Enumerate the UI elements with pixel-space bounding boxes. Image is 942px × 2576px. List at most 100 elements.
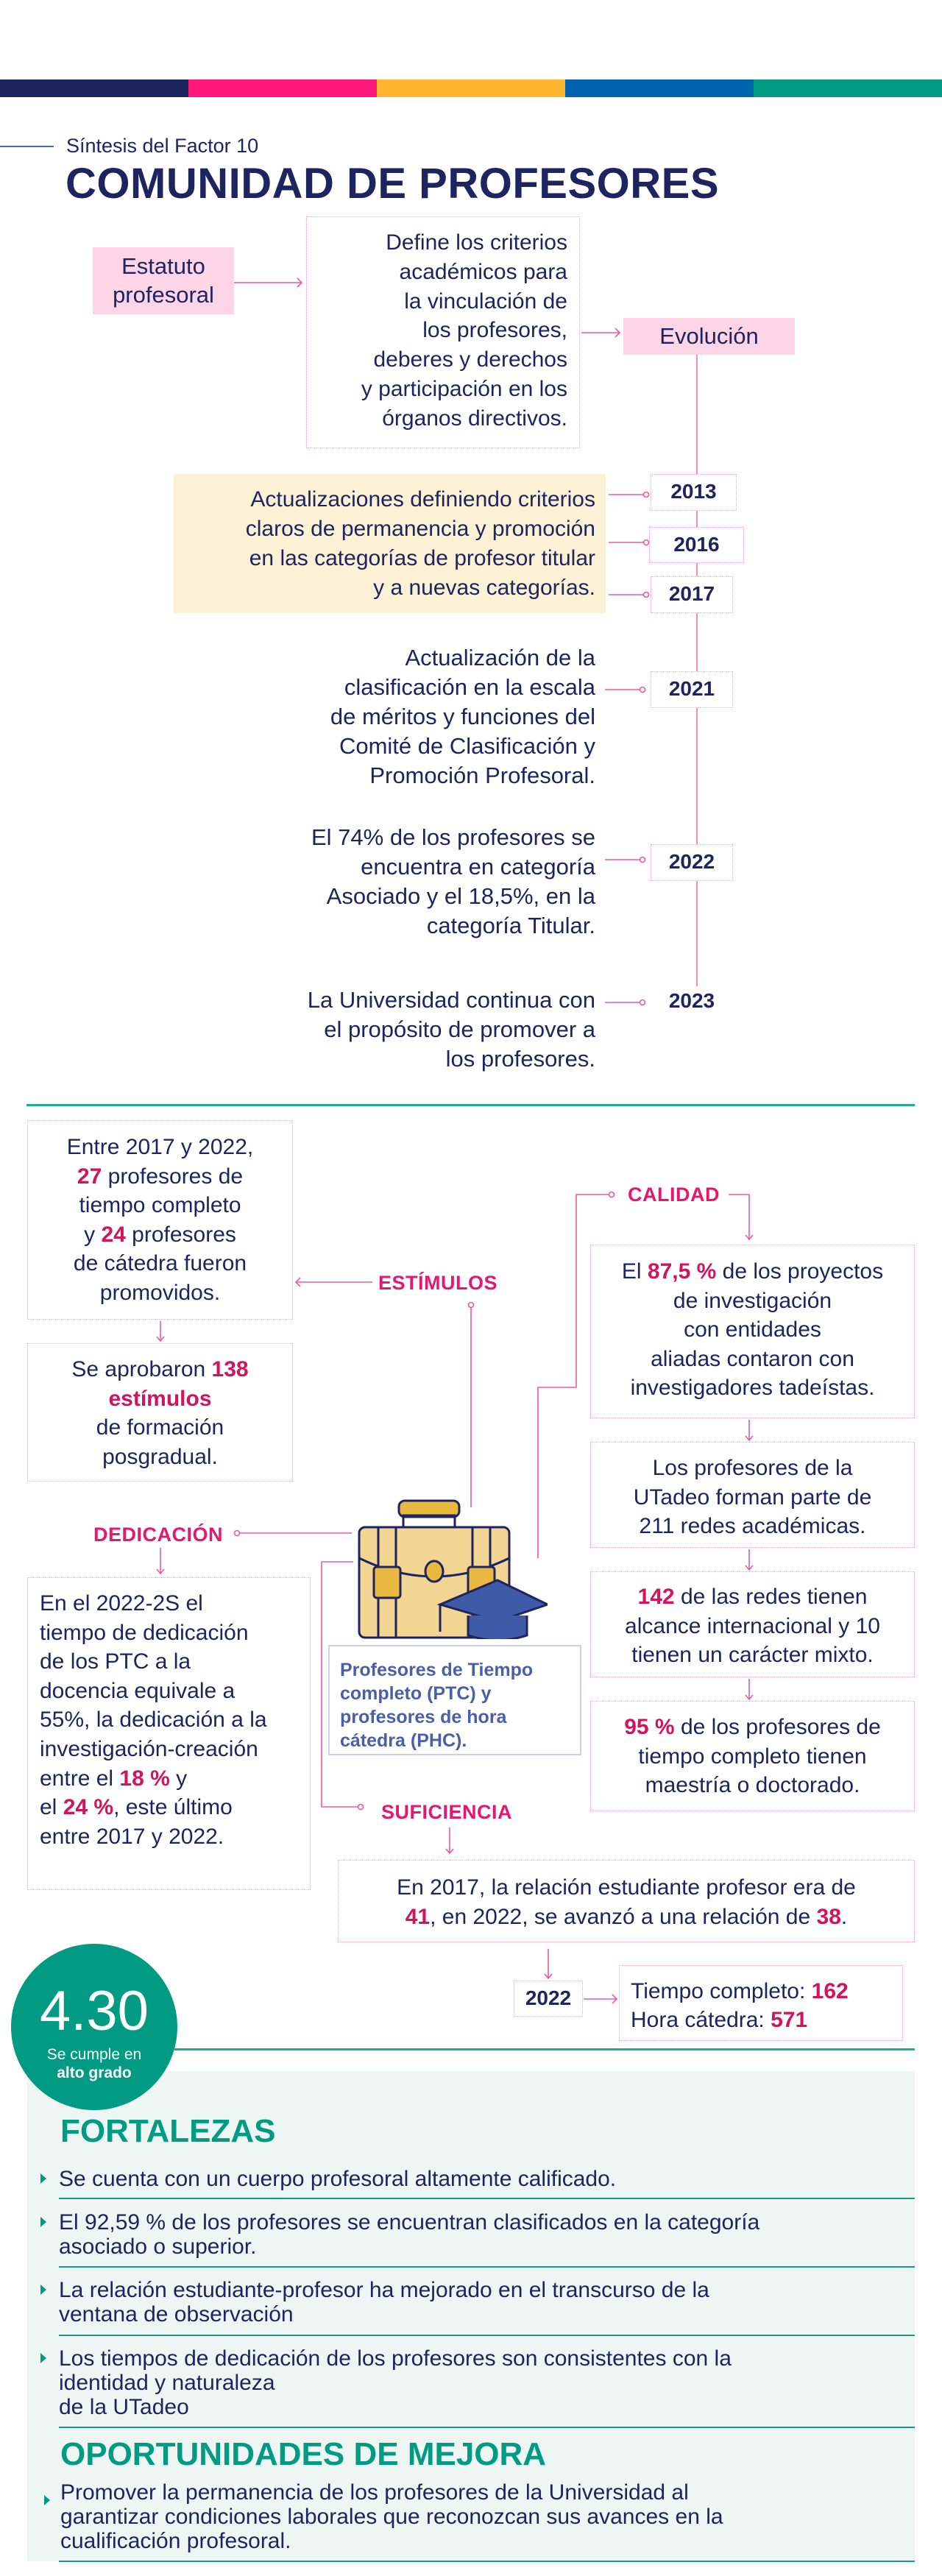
highlight-number: 162 <box>811 1979 849 2003</box>
graduation-cap-base <box>467 1616 528 1639</box>
strength-item: El 92,59 % de los profesores se encuentr… <box>59 2210 760 2259</box>
strength-item: La relación estudiante-profesor ha mejor… <box>59 2278 709 2326</box>
item-divider <box>59 2561 915 2562</box>
highlight-number: 138 estímulos <box>108 1357 249 1411</box>
text: El <box>621 1259 648 1284</box>
arrow-statute-to-definition <box>234 277 303 288</box>
timeline-connector-2017 <box>609 591 650 598</box>
highlight-number: 27 <box>77 1164 102 1189</box>
text: de los proyectos de investigación con en… <box>630 1259 884 1400</box>
estimulos-promotions-text: Entre 2017 y 2022, 27 profesores de tiem… <box>27 1133 293 1307</box>
arrow-dedicacion-down <box>156 1548 165 1575</box>
timeline-connector-2016 <box>609 539 650 546</box>
bullet-icon <box>40 2353 46 2363</box>
timeline-connector-2013 <box>609 491 650 498</box>
page-title: COMUNIDAD DE PROFESORES <box>65 160 720 208</box>
highlight-number: 18 % <box>119 1766 170 1791</box>
improvements-title: OPORTUNIDADES DE MEJORA <box>60 2436 547 2472</box>
calidad-international-text: 142 de las redes tienen alcance internac… <box>590 1582 915 1670</box>
page-subtitle: Síntesis del Factor 10 <box>66 135 259 157</box>
highlight-number: 87,5 % <box>647 1259 717 1284</box>
calidad-box-degrees <box>590 1701 915 1811</box>
bullet-icon <box>40 2173 46 2184</box>
text: En 2017, la relación estudiante profesor… <box>397 1875 856 1900</box>
briefcase-lock <box>424 1560 445 1583</box>
score-badge: 4.30 Se cumple en alto grado <box>11 1944 177 2110</box>
statute-definition-box <box>306 216 580 448</box>
center-caption: Profesores de Tiempo completo (PTC) y pr… <box>328 1645 581 1755</box>
timeline-year-2016: 2016 <box>649 527 744 563</box>
arrow-calidad-down <box>729 1194 754 1241</box>
line-estimulos-to-center <box>467 1301 475 1507</box>
improvement-item: Promover la permanencia de los profesore… <box>60 2480 723 2553</box>
briefcase-buckle-left <box>372 1565 402 1599</box>
arrow-calidad-2-3 <box>745 1549 754 1571</box>
timeline-year-2023: 2023 <box>668 989 715 1012</box>
text: de las redes tienen alcance internaciona… <box>625 1585 880 1667</box>
subtitle-rule <box>0 146 54 147</box>
full-time-count: Tiempo completo: 162 <box>631 1977 849 2006</box>
text: , este último entre 2017 y 2022. <box>40 1795 233 1849</box>
arrow-estimulos-left <box>294 1277 372 1287</box>
timeline-group-text: Actualizaciones definiendo criterios cla… <box>245 487 595 600</box>
summary-panel <box>27 2071 915 2561</box>
line-dedicacion-to-center <box>233 1529 352 1537</box>
calidad-box-international <box>590 1571 915 1677</box>
item-divider <box>59 2266 915 2268</box>
text: En el 2022-2S el tiempo de dedicación de… <box>40 1591 267 1791</box>
suficiencia-year: 2022 <box>514 1981 583 2017</box>
text: Se aprobaron <box>71 1357 212 1381</box>
arrow-definition-to-evolution <box>581 328 621 338</box>
highlight-number: 95 % <box>624 1715 675 1739</box>
dedicacion-label: DEDICACIÓN <box>93 1524 224 1546</box>
briefcase-handle <box>397 1499 461 1518</box>
text: Entre 2017 y 2022, <box>66 1135 254 1159</box>
arrow-calidad-3-4 <box>745 1679 754 1701</box>
arrow-year-to-counts <box>584 1994 618 2004</box>
timeline-text-2022: El 74% de los profesores se encuentra en… <box>311 824 595 938</box>
text: Hora cátedra: <box>631 2008 771 2032</box>
dedicacion-box <box>27 1577 311 1890</box>
strengths-title: FORTALEZAS <box>60 2113 276 2149</box>
highlight-number: 24 % <box>63 1795 114 1820</box>
highlight-number: 24 <box>101 1222 126 1247</box>
bullet-icon <box>40 2217 46 2227</box>
timeline-connector-2022 <box>605 856 646 863</box>
brand-bar-yellow <box>377 79 565 97</box>
text: , en 2022, se avanzó a una relación de <box>430 1904 817 1929</box>
briefcase-graduation-cap-icon <box>358 1499 548 1639</box>
hourly-count: Hora cátedra: 571 <box>631 2006 807 2035</box>
suficiencia-counts-box <box>619 1965 903 2041</box>
timeline-axis <box>696 355 698 986</box>
text: . <box>840 1904 848 1929</box>
score-value: 4.30 <box>40 1980 149 2042</box>
dedicacion-text: En el 2022-2S el tiempo de dedicación de… <box>40 1589 309 1851</box>
timeline-year-2013: 2013 <box>651 474 737 511</box>
evolution-label: Evolución <box>623 318 795 355</box>
arrow-ratio-to-year <box>544 1949 553 1980</box>
text: de formación posgradual. <box>96 1415 224 1469</box>
statute-definition: Define los criterios académicos para la … <box>361 230 567 431</box>
highlight-number: 571 <box>771 2008 808 2032</box>
suficiencia-label: SUFICIENCIA <box>381 1801 513 1823</box>
brand-bar-green <box>754 79 942 97</box>
calidad-label: CALIDAD <box>628 1183 720 1206</box>
timeline-connector-2023 <box>605 999 646 1006</box>
score-line1: Se cumple en <box>46 2046 142 2063</box>
estimulos-label: ESTÍMULOS <box>378 1272 498 1294</box>
timeline-year-2021: 2021 <box>651 671 733 708</box>
arrow-suficiencia-down <box>445 1827 454 1855</box>
section-divider <box>26 1104 915 1106</box>
arrow-calidad-1-2 <box>745 1420 754 1442</box>
brand-bar-navy <box>0 79 188 97</box>
text: profesores de tiempo completo y <box>79 1164 244 1247</box>
text: profesores de cátedra fueron promovidos. <box>73 1222 247 1305</box>
item-divider <box>59 2427 915 2428</box>
strength-item: Los tiempos de dedicación de los profeso… <box>59 2346 732 2419</box>
calidad-networks-text: Los profesores de la UTadeo forman parte… <box>633 1456 872 1538</box>
text: de los profesores de tiempo completo tie… <box>638 1715 881 1797</box>
timeline-group-box <box>174 474 606 613</box>
strength-item: Se cuenta con un cuerpo profesoral altam… <box>59 2167 617 2191</box>
timeline-connector-2021 <box>605 686 646 693</box>
bullet-icon <box>44 2495 50 2505</box>
